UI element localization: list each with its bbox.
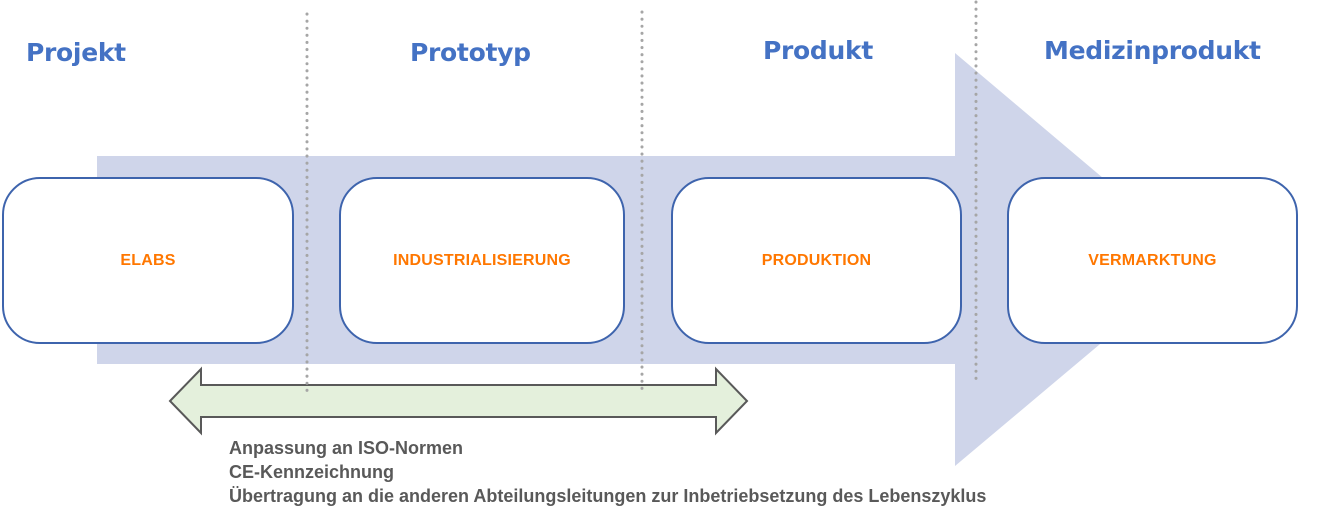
phase-heading-projekt: Projekt [26,38,126,67]
note-ce-marking: CE-Kennzeichnung [229,462,394,482]
phase-box-label: PRODUKTION [761,251,872,269]
phase-box-elabs: ELABS [2,177,294,344]
main-process-arrow [97,53,1200,466]
requirements-notes: Anpassung an ISO-Normen CE-Kennzeichnung… [229,436,986,508]
phase-heading-medizinprodukt: Medizinprodukt [1044,36,1261,65]
note-handover: Übertragung an die anderen Abteilungslei… [229,486,987,506]
note-iso-standards: Anpassung an ISO-Normen [229,438,464,458]
double-headed-arrow [168,366,749,436]
phase-box-produktion: PRODUKTION [671,177,962,344]
phase-box-industrialisierung: INDUSTRIALISIERUNG [339,177,625,344]
phase-box-label: ELABS [120,251,176,269]
phase-box-label: INDUSTRIALISIERUNG [393,251,571,269]
phase-heading-prototyp: Prototyp [410,38,531,67]
phase-box-vermarktung: VERMARKTUNG [1007,177,1298,344]
phase-heading-produkt: Produkt [763,36,873,65]
phase-box-label: VERMARKTUNG [1088,251,1217,269]
